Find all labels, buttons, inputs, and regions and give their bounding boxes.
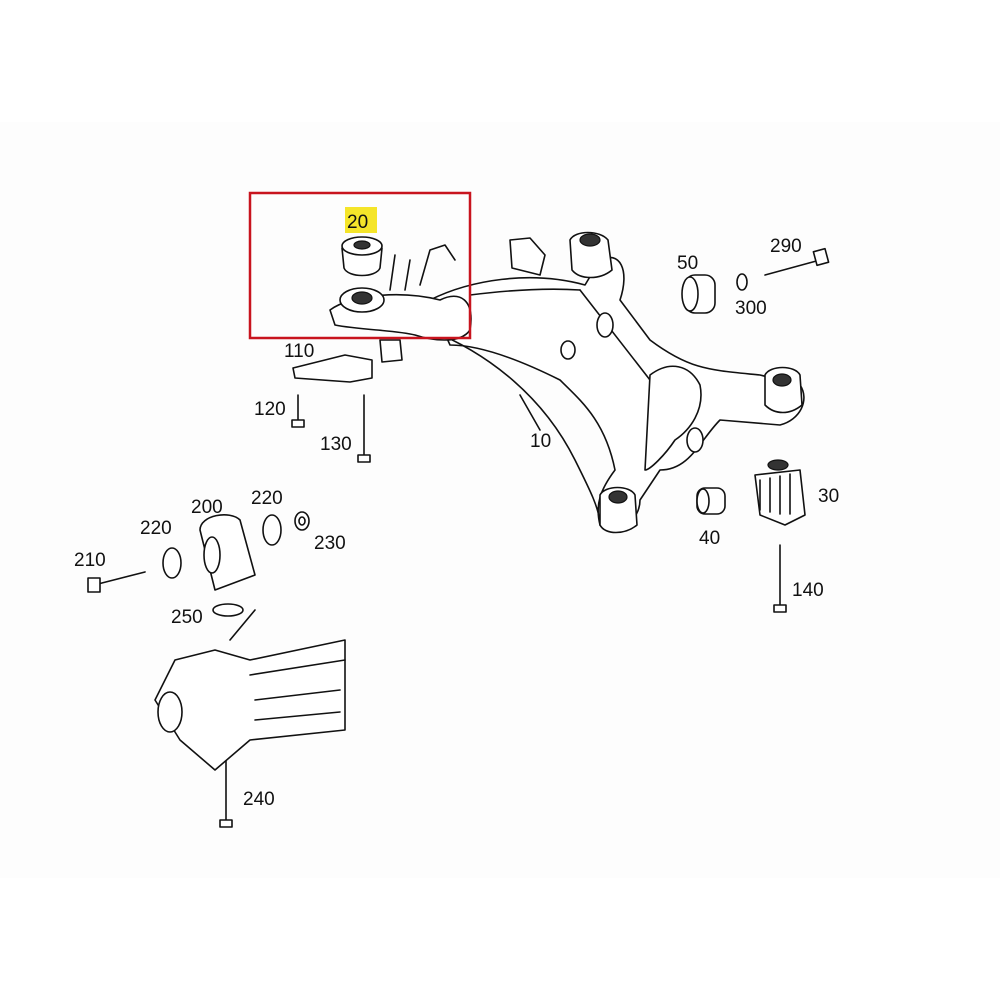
mount-part-200[interactable] xyxy=(199,514,256,591)
diagram-background xyxy=(0,122,1000,878)
callout-240[interactable]: 240 xyxy=(243,789,275,810)
bolt-part-240[interactable] xyxy=(219,759,233,828)
nut-part-230[interactable] xyxy=(294,511,310,531)
washer-part-220-right[interactable] xyxy=(262,514,282,546)
highlight-label-bg xyxy=(345,207,377,233)
subframe-part-10[interactable] xyxy=(329,231,805,534)
callout-250[interactable]: 250 xyxy=(171,607,203,628)
bushing-part-40[interactable] xyxy=(696,487,726,515)
callout-200[interactable]: 200 xyxy=(191,497,223,518)
callout-130[interactable]: 130 xyxy=(320,434,352,455)
callout-140[interactable]: 140 xyxy=(792,580,824,601)
bolt-part-120[interactable] xyxy=(291,394,305,428)
washer-part-250[interactable] xyxy=(212,603,244,617)
lower-bushing xyxy=(339,287,385,313)
washer-part-220-left[interactable] xyxy=(162,547,182,579)
callout-220-right[interactable]: 220 xyxy=(251,488,283,509)
callout-300[interactable]: 300 xyxy=(735,298,767,319)
bushing-part-20[interactable] xyxy=(341,236,383,277)
callout-50[interactable]: 50 xyxy=(677,253,698,274)
differential-housing xyxy=(154,609,346,771)
callout-10[interactable]: 10 xyxy=(530,431,551,452)
callout-20[interactable]: 20 xyxy=(347,212,368,233)
callout-120[interactable]: 120 xyxy=(254,399,286,420)
callout-30[interactable]: 30 xyxy=(818,486,839,507)
highlight-frame xyxy=(248,191,472,340)
washer-part-300[interactable] xyxy=(736,273,748,291)
callout-290[interactable]: 290 xyxy=(770,236,802,257)
bolt-part-130[interactable] xyxy=(357,394,371,463)
mount-part-30[interactable] xyxy=(754,459,806,526)
bushing-part-50[interactable] xyxy=(681,274,716,314)
leader-lines xyxy=(519,394,541,431)
callout-110[interactable]: 110 xyxy=(284,341,314,362)
callout-220-left[interactable]: 220 xyxy=(140,518,172,539)
callout-230[interactable]: 230 xyxy=(314,533,346,554)
callout-210[interactable]: 210 xyxy=(74,550,106,571)
bolt-part-290[interactable] xyxy=(764,247,830,276)
bolt-part-140[interactable] xyxy=(773,544,787,613)
callout-40[interactable]: 40 xyxy=(699,528,720,549)
bracket-part-110[interactable] xyxy=(292,354,373,383)
bolt-part-210[interactable] xyxy=(87,571,146,593)
